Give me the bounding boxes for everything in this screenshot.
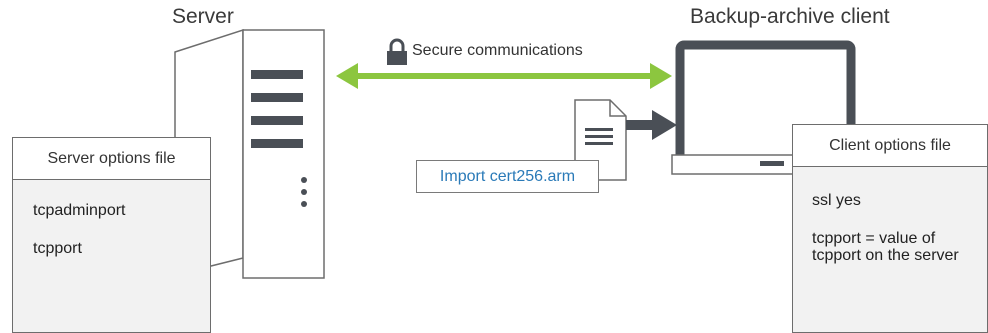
server-options-file-body: tcpadminport tcpport [13,180,210,332]
client-option-entry: ssl yes [812,192,861,209]
server-options-file-panel: Server options file tcpadminport tcpport [12,137,211,333]
client-options-file-body: ssl yes tcpport = value of tcpport on th… [793,167,987,332]
server-title: Server [172,5,234,28]
server-options-file-header: Server options file [13,138,210,180]
server-option-entry: tcpport [33,240,82,257]
lock-icon [387,38,407,65]
client-options-file-header: Client options file [793,125,987,167]
import-arrow [626,110,677,140]
secure-connection-arrow [336,63,672,89]
import-certificate-label: Import cert256.arm [416,160,599,193]
server-option-entry: tcpadminport [33,202,126,219]
client-title: Backup-archive client [690,5,890,28]
client-options-file-panel: Client options file ssl yes tcpport = va… [792,124,988,333]
client-option-entry: tcpport = value of tcpport on the server [812,230,959,264]
secure-communications-label: Secure communications [412,42,583,59]
